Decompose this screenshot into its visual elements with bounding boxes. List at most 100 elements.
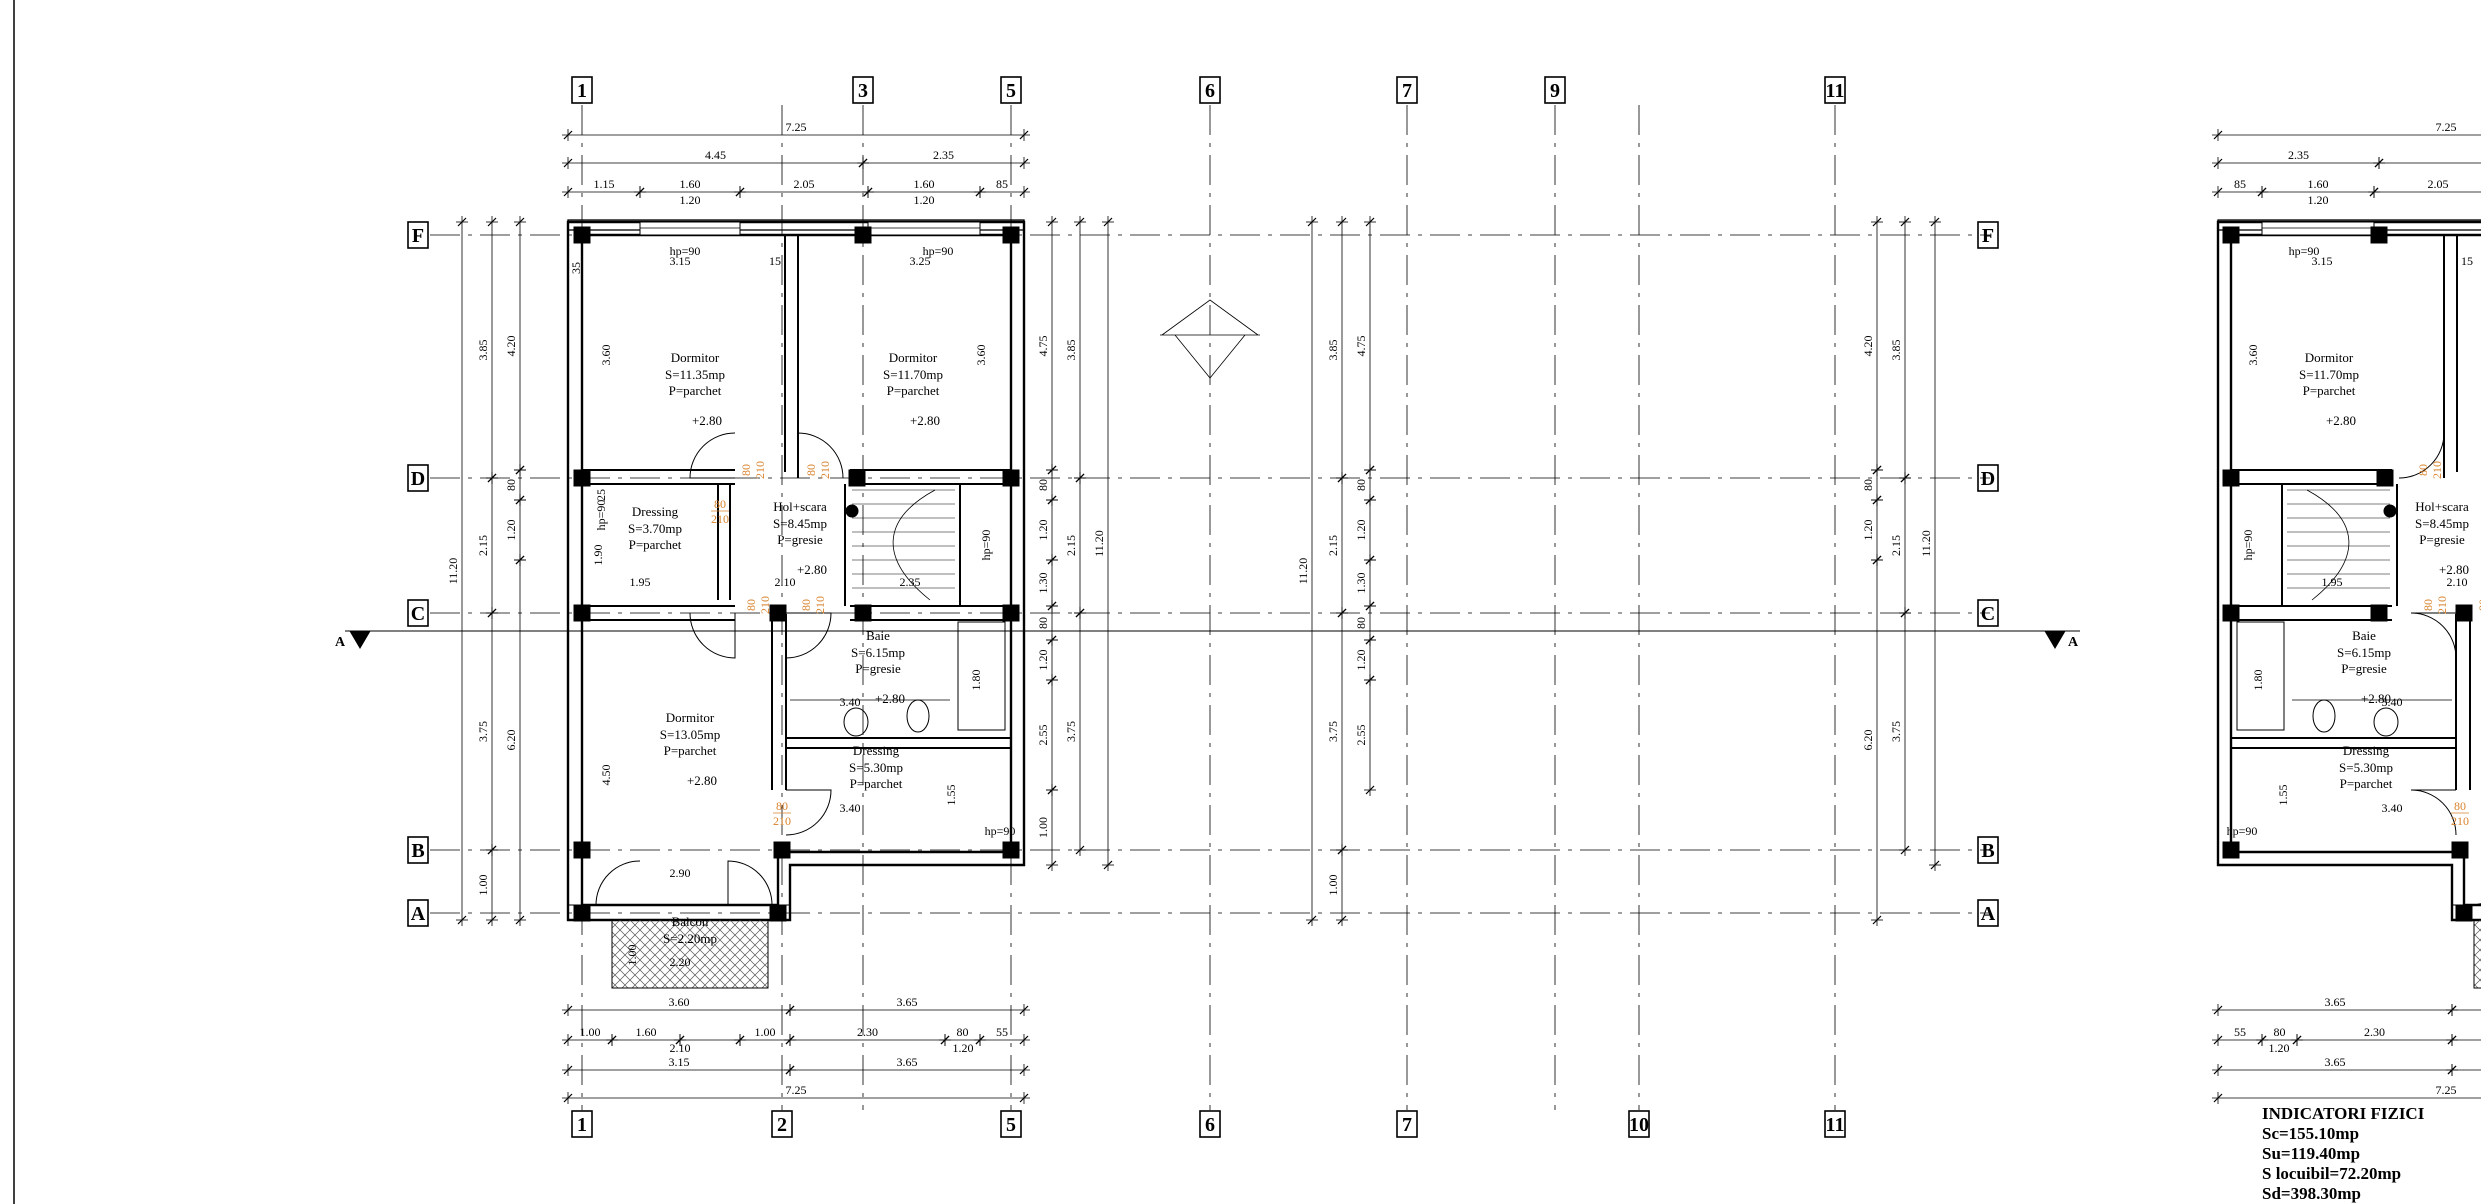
left-dim-top-row2-1-tick <box>858 158 868 168</box>
right-room-4-name: Baie <box>2352 628 2376 643</box>
right-door-label-6-h: 210 <box>2451 814 2469 828</box>
grid-bubble-right-D: D <box>1981 468 1995 490</box>
left-door-label-4-w: 80 <box>744 599 758 611</box>
left-room-1-area: S=11.70mp <box>883 367 943 382</box>
right-dim-top-row3-0-tick <box>2213 187 2223 197</box>
right-dim-right-mid-2: 3.75 <box>1889 721 1903 742</box>
right-dim-right-mid-0: 3.85 <box>1889 340 1903 361</box>
left-balcony <box>611 919 769 989</box>
left-dim-top-row2-0-tick <box>563 158 573 168</box>
left-dim-top-row3-1-tick <box>635 187 645 197</box>
right-stair-line <box>2306 489 2350 601</box>
left-dim-bot-overall-tick <box>563 1093 573 1103</box>
right-dim-top-overall: 7.25 <box>2436 120 2457 134</box>
left-dim-left-inner-2-tick <box>515 495 525 505</box>
right-dim-right-mid-2-tick <box>1900 845 1910 855</box>
left-dim-left-inner-1: 80 <box>504 479 518 491</box>
left-dim-bot-row3-0: 3.15 <box>669 1055 690 1069</box>
left-dim-left-mid-2: 3.75 <box>476 721 490 742</box>
left-door-bed1 <box>689 432 736 479</box>
left-door-label-4-h: 210 <box>758 596 772 614</box>
right-dim-top-row3-2: 2.05 <box>2428 177 2449 191</box>
left-door-label-6-w: 80 <box>776 799 788 813</box>
left-dim-right-outer: 11.20 <box>1092 530 1106 557</box>
right-dim-bot-row2-3-tick <box>2447 1035 2457 1045</box>
left-room-2-area: S=3.70mp <box>628 521 682 536</box>
left-stair-line <box>892 489 936 601</box>
left-basin <box>843 707 869 737</box>
left-dim-right-inner-1: 80 <box>1036 479 1050 491</box>
right-balcony <box>2473 919 2481 989</box>
right-dim-bot-row1-1-tick <box>2447 1005 2457 1015</box>
left-dim-left-mid-2-tick <box>487 608 497 618</box>
left-dim-top-row3-2-tick <box>735 187 745 197</box>
left-dim-right-outer-tick <box>1103 860 1113 870</box>
left-inner-dim-11: 1.55 <box>944 785 958 806</box>
left-dim-left-outer-tick <box>457 915 467 925</box>
left-dim-bot-row2-6: 55 <box>996 1025 1008 1039</box>
right-door-label-6-w: 80 <box>2454 799 2466 813</box>
left-dim-top-row2-1: 2.35 <box>933 148 954 162</box>
grid-bubble-left-B: B <box>411 840 424 862</box>
left-dim-right-inner-2: 1.20 <box>1036 520 1050 541</box>
right-room-5-name: Dressing <box>2343 743 2390 758</box>
grid-bubble-right-B: B <box>1981 840 1994 862</box>
right-dim-left-inner-4-tick <box>1365 601 1375 611</box>
right-dim-bot-overall: 7.25 <box>2436 1083 2457 1097</box>
left-dim-right-inner-6: 2.55 <box>1036 725 1050 746</box>
left-dim-bot-row1-0-tick <box>563 1005 573 1015</box>
left-room-7-name: Balcon <box>672 914 709 929</box>
right-dim-right-outer-tick <box>1930 217 1940 227</box>
right-dim-left-inner-4: 80 <box>1354 617 1368 629</box>
right-room-4-level: +2.80 <box>2361 691 2391 706</box>
grid-bubble-top-11: 11 <box>1826 80 1845 102</box>
left-room-2-name: Dressing <box>632 504 679 519</box>
left-room-4-level: +2.80 <box>875 691 905 706</box>
right-dim-left-mid-2: 3.75 <box>1326 721 1340 742</box>
left-inner-dim-6: 2.35 <box>900 575 921 589</box>
grid-bubble-top-6-box <box>1199 76 1221 104</box>
left-room-0-name: Dormitor <box>671 350 720 365</box>
grid-bubble-top-1: 1 <box>577 80 587 102</box>
left-dim-left-mid-0: 3.85 <box>476 340 490 361</box>
column <box>773 841 791 859</box>
left-dim-bot-row2-1-tick <box>607 1035 617 1045</box>
left-inner-dim-5: 2.10 <box>775 575 796 589</box>
left-hp-0: hp=90 <box>670 244 701 258</box>
left-dim-right-inner-7-tick <box>1047 785 1057 795</box>
left-balcony-wall <box>567 904 791 921</box>
right-dim-top-row2-1-tick <box>2374 158 2384 168</box>
left-door-label-6-h: 210 <box>773 814 791 828</box>
left-dim-left-mid-1-tick <box>487 473 497 483</box>
left-dim-left-inner-3-tick <box>515 555 525 565</box>
left-dim-right-inner-0-tick <box>1047 217 1057 227</box>
column <box>2455 904 2473 922</box>
grid-bubble-bottom-mid-box <box>1199 1110 1221 1138</box>
left-dim-right-inner-4-tick <box>1047 601 1057 611</box>
left-dim-bot-row2-6-tick <box>975 1035 985 1045</box>
left-dim-bot-row1-0: 3.60 <box>669 995 690 1009</box>
right-door-label-4-w: 80 <box>2476 599 2481 611</box>
grid-bubble-right-A: A <box>1981 903 1996 925</box>
right-dim-right-outer-tick <box>1930 860 1940 870</box>
right-dim-left-inner-5-tick <box>1365 635 1375 645</box>
column <box>769 604 787 622</box>
left-dim-left-inner-2: 1.20 <box>504 520 518 541</box>
right-dim-left-inner-0-tick <box>1365 217 1375 227</box>
left-inner-dim-14: 1.00 <box>625 945 639 966</box>
left-room-5-name: Dormitor <box>666 710 715 725</box>
left-inner-dim-10: 1.80 <box>969 670 983 691</box>
right-room-0-level: +2.80 <box>2326 413 2356 428</box>
section-arrow-left <box>349 630 371 649</box>
left-door-label-3-w: 80 <box>714 497 726 511</box>
left-dim-right-mid-1-tick <box>1075 473 1085 483</box>
right-dim-left-mid-3-tick <box>1337 915 1347 925</box>
left-inner-dim-8: 3.40 <box>840 801 861 815</box>
right-room-2-area: S=8.45mp <box>2415 516 2469 531</box>
grid-bubble-top-5-box <box>1000 76 1022 104</box>
left-room-3-floor: P=gresie <box>777 532 823 547</box>
left-door-balcony-a <box>595 860 641 906</box>
right-inner-dim-7: 3.40 <box>2382 695 2403 709</box>
left-room-1-floor: P=parchet <box>887 383 940 398</box>
